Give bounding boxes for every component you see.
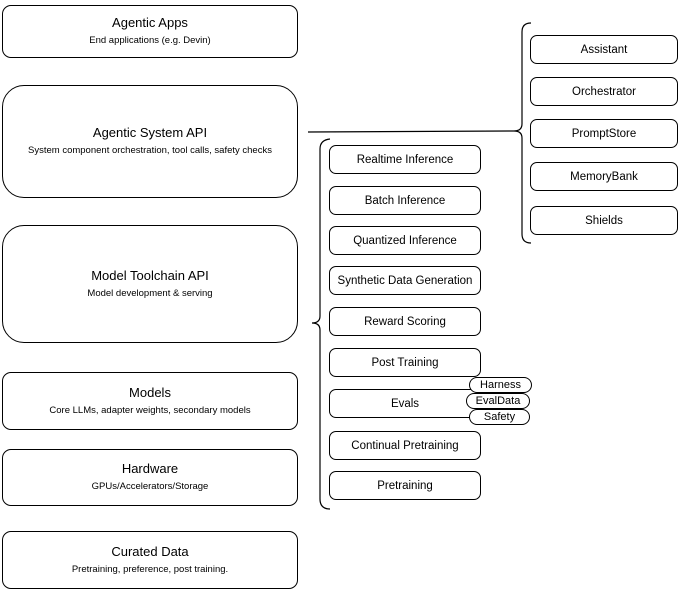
node-synthetic-data-generation: Synthetic Data Generation (329, 266, 481, 295)
node-label: Continual Pretraining (351, 439, 459, 452)
node-title: Hardware (121, 461, 179, 477)
node-subtitle: End applications (e.g. Devin) (89, 35, 211, 47)
node-label: MemoryBank (570, 170, 638, 183)
node-reward-scoring: Reward Scoring (329, 307, 481, 336)
node-label: Shields (585, 214, 623, 227)
node-agentic-apps: Agentic Apps End applications (e.g. Devi… (2, 5, 298, 58)
tag-harness: Harness (469, 377, 532, 393)
node-title: Curated Data (111, 543, 189, 559)
node-label: Realtime Inference (356, 153, 454, 166)
api-to-components-connector-line (307, 130, 515, 133)
node-label: Quantized Inference (353, 234, 457, 247)
node-label: Post Training (371, 356, 439, 369)
node-realtime-inference: Realtime Inference (329, 145, 481, 174)
system-components-bracket (513, 22, 532, 244)
node-subtitle: Core LLMs, adapter weights, secondary mo… (49, 404, 251, 416)
node-label: Assistant (580, 43, 628, 56)
node-subtitle: GPUs/Accelerators/Storage (91, 481, 209, 493)
node-label: PromptStore (571, 127, 637, 140)
node-quantized-inference: Quantized Inference (329, 226, 481, 255)
tag-label: Safety (483, 411, 516, 423)
node-curated-data: Curated Data Pretraining, preference, po… (2, 531, 298, 589)
node-continual-pretraining: Continual Pretraining (329, 431, 481, 460)
node-memorybank: MemoryBank (530, 162, 678, 191)
node-subtitle: System component orchestration, tool cal… (28, 145, 272, 157)
node-title: Models (129, 384, 171, 400)
node-title: Agentic Apps (112, 15, 188, 31)
tag-safety: Safety (469, 409, 530, 425)
node-subtitle: Model development & serving (87, 287, 213, 299)
node-hardware: Hardware GPUs/Accelerators/Storage (2, 449, 298, 506)
node-assistant: Assistant (530, 35, 678, 64)
node-promptstore: PromptStore (530, 119, 678, 148)
node-label: Orchestrator (572, 85, 636, 98)
node-pretraining: Pretraining (329, 471, 481, 500)
node-title: Agentic System API (92, 125, 208, 141)
node-post-training: Post Training (329, 348, 481, 377)
tag-label: EvalData (475, 395, 521, 407)
node-subtitle: Pretraining, preference, post training. (71, 563, 229, 575)
node-label: Pretraining (377, 479, 433, 492)
node-label: Reward Scoring (364, 315, 446, 328)
node-shields: Shields (530, 206, 678, 235)
node-orchestrator: Orchestrator (530, 77, 678, 106)
node-label: Evals (390, 397, 420, 410)
node-models: Models Core LLMs, adapter weights, secon… (2, 372, 298, 430)
tag-label: Harness (480, 379, 521, 391)
toolchain-bracket (311, 138, 331, 510)
node-agentic-system-api: Agentic System API System component orch… (2, 85, 298, 198)
node-label: Batch Inference (364, 194, 446, 207)
node-label: Synthetic Data Generation (337, 274, 473, 287)
node-evals: Evals (329, 389, 481, 418)
node-batch-inference: Batch Inference (329, 186, 481, 215)
node-title: Model Toolchain API (91, 267, 209, 283)
node-model-toolchain-api: Model Toolchain API Model development & … (2, 225, 298, 343)
tag-evaldata: EvalData (466, 393, 530, 409)
